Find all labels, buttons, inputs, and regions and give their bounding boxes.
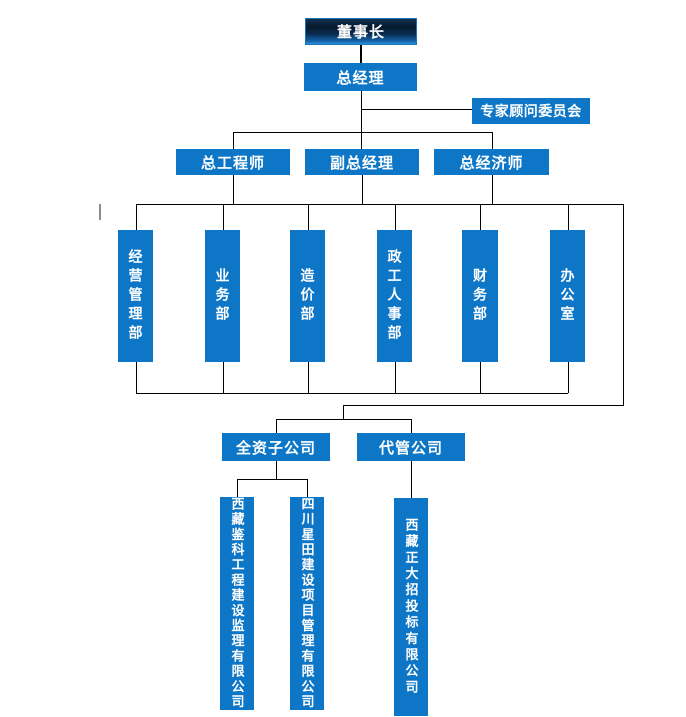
- connector-gm-deputy: [361, 91, 363, 149]
- connector-dept-1-bottom: [135, 362, 137, 393]
- connector-drop-dept-1: [135, 203, 137, 230]
- node-chief-engineer-label: 总工程师: [200, 154, 265, 172]
- connector-drop-managed: [411, 419, 413, 433]
- node-dept-political-personnel-label: 政工人事部: [386, 248, 403, 344]
- node-company-tibet-zhengda-label: 西藏正大招投标有限公司: [403, 517, 419, 697]
- node-dept-finance-label: 财务部: [472, 267, 488, 325]
- node-managed-company-label: 代管公司: [378, 439, 443, 457]
- node-chief-economist-label: 总经济师: [459, 154, 524, 172]
- node-wholly-owned-subsidiary: 全资子公司: [222, 433, 330, 461]
- node-chairman: 董事长: [305, 18, 417, 45]
- connector-dept-6-bottom: [567, 362, 569, 393]
- connector-drop-dept-5: [480, 203, 482, 230]
- connector-wholly-owned-bus: [237, 479, 307, 481]
- node-dept-operation-management-label: 经营管理部: [127, 248, 144, 344]
- stray-mark: [99, 203, 101, 220]
- connector-step-vertical: [343, 404, 345, 419]
- connector-drop-company-2: [307, 479, 309, 497]
- connector-deputy-gm-down: [362, 175, 364, 204]
- connector-drop-dept-4: [394, 203, 396, 230]
- node-deputy-general-manager-label: 副总经理: [329, 154, 394, 172]
- connector-wholly-owned-down: [276, 461, 278, 479]
- connector-dept-5-bottom: [480, 362, 482, 393]
- connector-chairman-gm: [360, 45, 362, 63]
- connector-step-horizontal: [343, 404, 624, 406]
- node-chief-economist: 总经济师: [434, 149, 549, 175]
- node-dept-office-label: 办公室: [559, 267, 576, 325]
- node-company-sichuan-xingtian-label: 四川星田建设项目管理有限公司: [299, 497, 315, 710]
- node-company-sichuan-xingtian: 四川星田建设项目管理有限公司: [290, 497, 324, 710]
- connector-dept-bottom-bus: [135, 392, 568, 394]
- connector-chief-engineer-down: [233, 175, 235, 204]
- connector-drop-company-1: [237, 479, 239, 497]
- node-wholly-owned-subsidiary-label: 全资子公司: [235, 439, 316, 457]
- node-company-tibet-zhengda: 西藏正大招投标有限公司: [394, 498, 428, 716]
- node-expert-committee-label: 专家顾问委员会: [480, 103, 582, 119]
- node-dept-operation-management: 经营管理部: [118, 230, 153, 362]
- node-general-manager-label: 总经理: [336, 69, 385, 87]
- connector-drop-wholly-owned: [276, 419, 278, 433]
- node-company-tibet-jianke-label: 西藏鉴科工程建设监理有限公司: [229, 497, 245, 710]
- node-dept-political-personnel: 政工人事部: [377, 230, 412, 362]
- node-dept-finance: 财务部: [462, 230, 498, 362]
- node-general-manager: 总经理: [304, 63, 417, 91]
- connector-drop-chief-engineer: [233, 131, 235, 149]
- connector-dept-4-bottom: [394, 362, 396, 393]
- node-dept-business: 业务部: [205, 230, 240, 362]
- node-deputy-general-manager: 副总经理: [305, 149, 419, 175]
- connector-drop-dept-6: [567, 203, 569, 230]
- connector-expert-branch: [361, 109, 472, 111]
- node-expert-committee: 专家顾问委员会: [472, 98, 590, 124]
- connector-subsidiary-bus: [276, 419, 411, 421]
- connector-drop-dept-2: [222, 203, 224, 230]
- connector-chief-economist-down: [491, 175, 493, 204]
- connector-managers-bus: [233, 131, 492, 133]
- connector-dept-2-bottom: [222, 362, 224, 393]
- connector-dept-3-bottom: [307, 362, 309, 393]
- node-dept-cost-label: 造价部: [299, 267, 316, 325]
- node-dept-cost: 造价部: [290, 230, 325, 362]
- node-chief-engineer: 总工程师: [176, 149, 290, 175]
- node-dept-business-label: 业务部: [214, 267, 231, 325]
- connector-department-bus: [135, 203, 623, 205]
- connector-drop-chief-economist: [491, 131, 493, 149]
- node-company-tibet-jianke: 西藏鉴科工程建设监理有限公司: [220, 497, 254, 710]
- connector-managed-down: [411, 461, 413, 498]
- connector-right-routing: [622, 203, 624, 406]
- node-dept-office: 办公室: [550, 230, 585, 362]
- connector-drop-dept-3: [307, 203, 309, 230]
- node-managed-company: 代管公司: [357, 433, 465, 461]
- node-chairman-label: 董事长: [336, 24, 385, 41]
